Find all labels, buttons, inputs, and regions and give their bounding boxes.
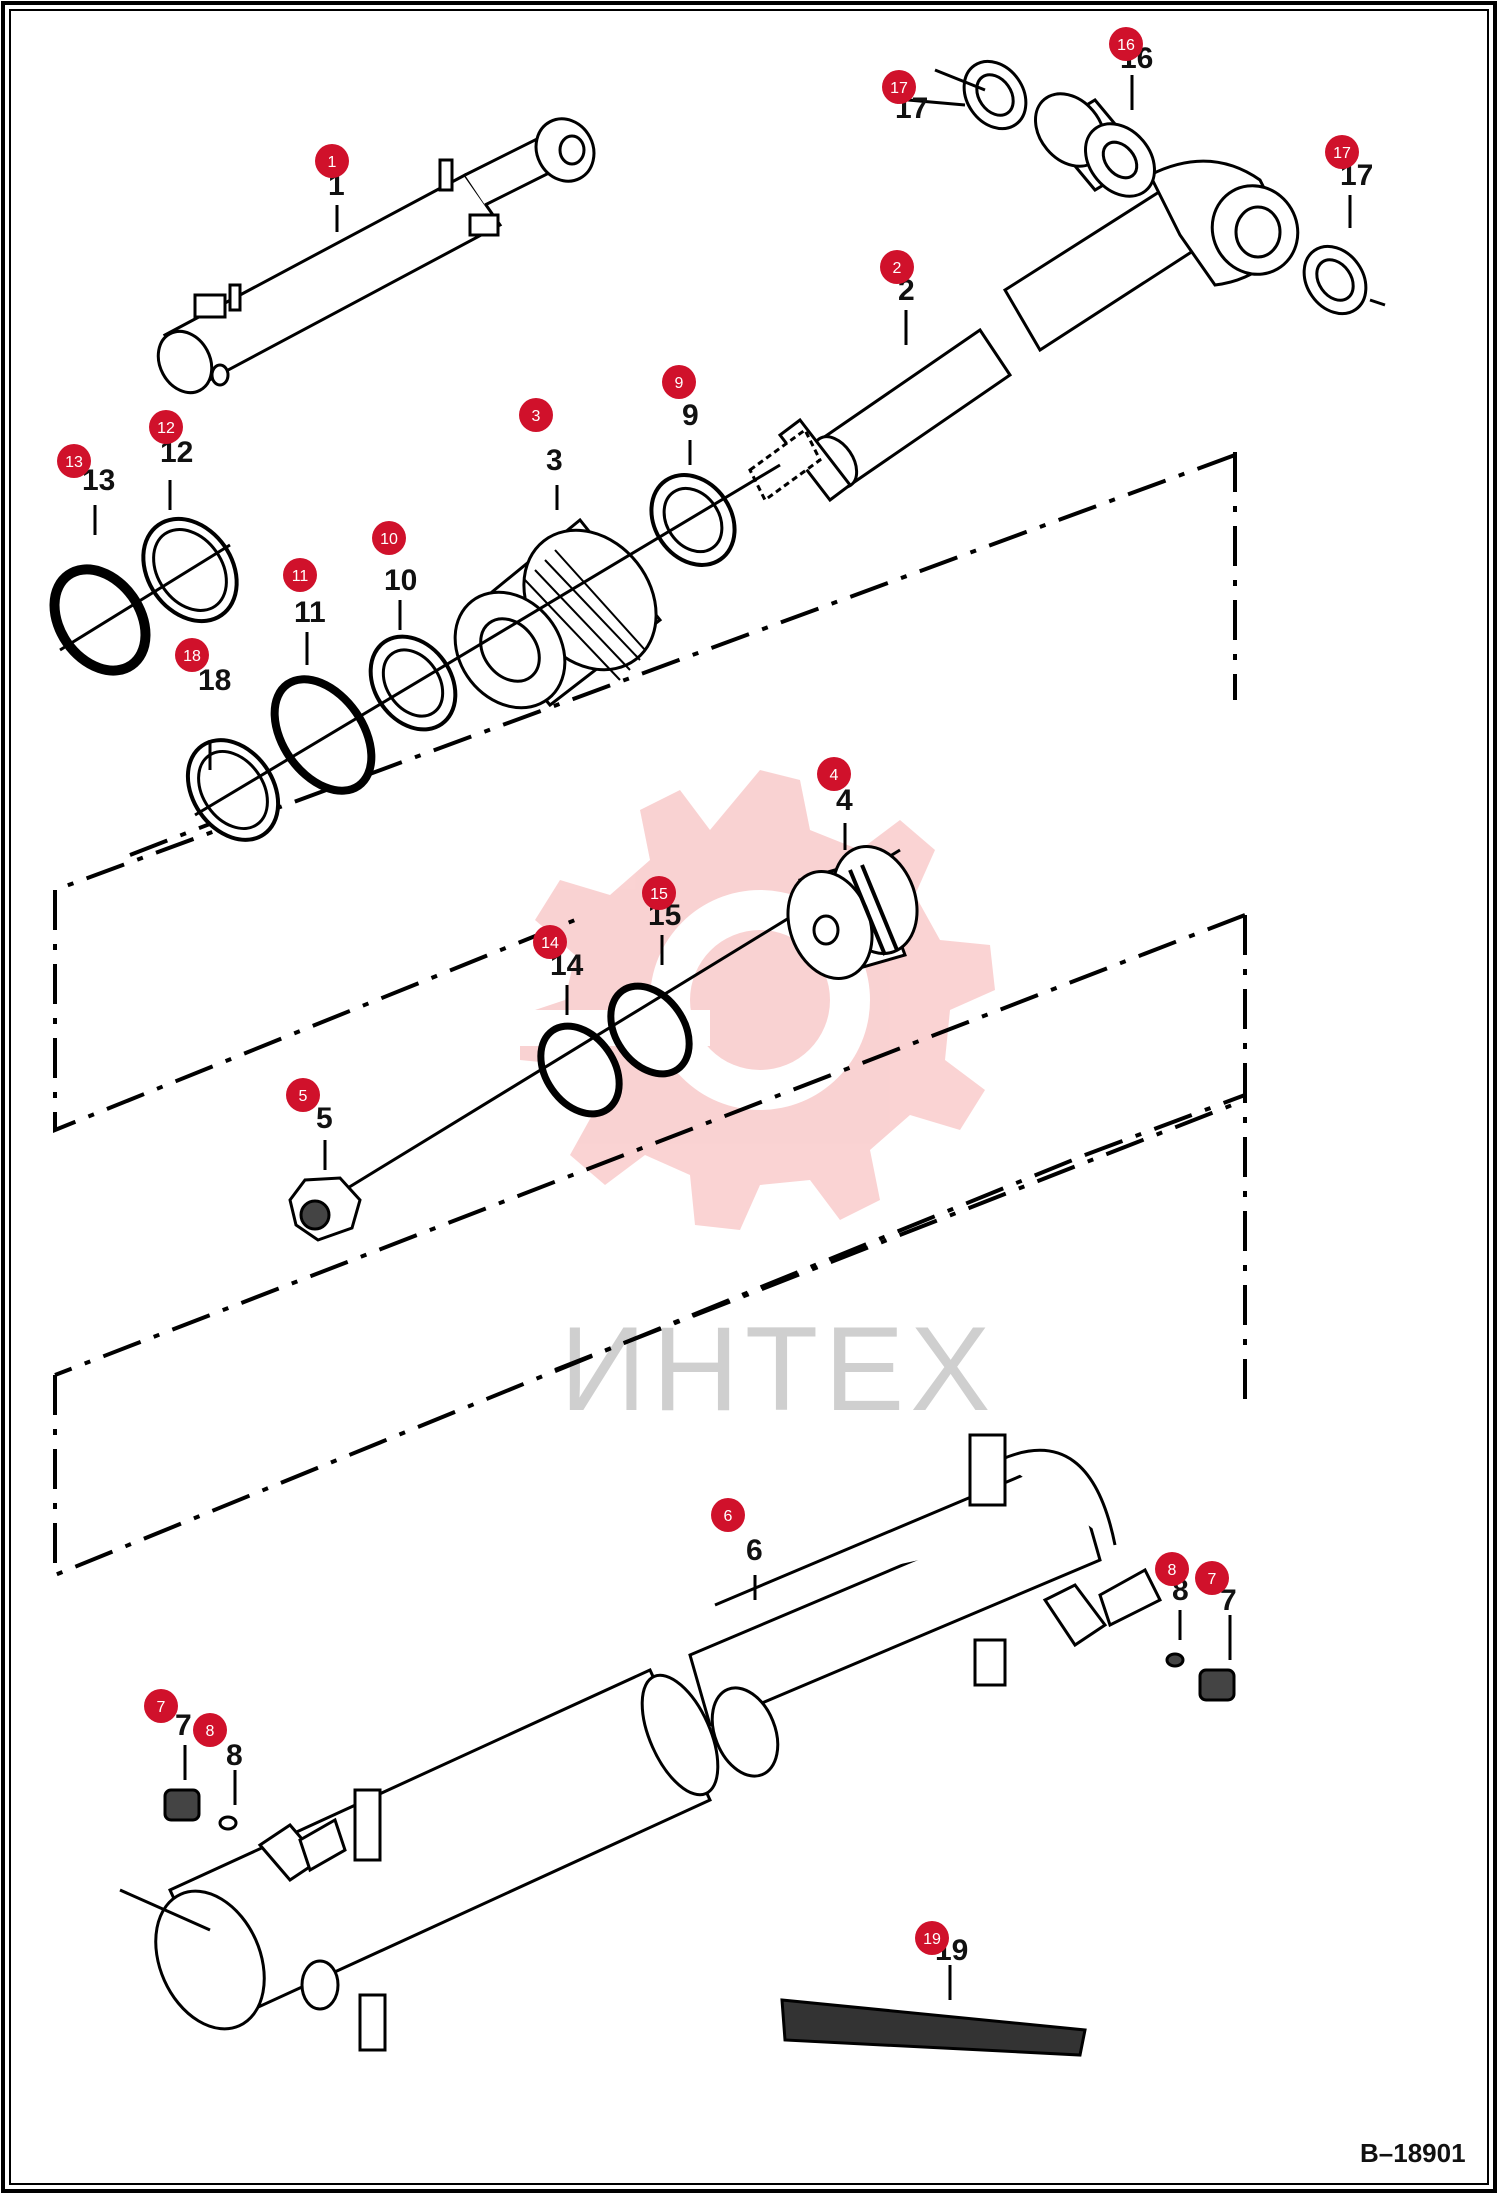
svg-text:17: 17 [890, 80, 908, 97]
part-16-bushing [1034, 92, 1156, 198]
callout-badge-12[interactable]: 12 [149, 410, 183, 444]
callout-badge-4[interactable]: 4 [817, 757, 851, 791]
callout-badge-18[interactable]: 18 [175, 638, 209, 672]
svg-text:8: 8 [206, 1723, 215, 1740]
callout-badge-3[interactable]: 3 [519, 398, 553, 432]
callout-badge-17a[interactable]: 17 [882, 70, 916, 104]
svg-text:4: 4 [830, 767, 839, 784]
part-number-6: 6 [746, 1534, 763, 1567]
callout-badge-10[interactable]: 10 [372, 521, 406, 555]
part-1-cylinder-assembly [156, 117, 596, 395]
svg-text:3: 3 [532, 408, 541, 425]
callout-badges: 1 2 3 4 5 6 7 7 8 8 9 10 11 12 13 14 15 … [57, 27, 1359, 1955]
part-number-7a: 7 [1220, 1584, 1237, 1617]
part-17-seals [962, 59, 1368, 316]
svg-text:8: 8 [1168, 1562, 1177, 1579]
leader-lines [93, 68, 1386, 2000]
svg-text:17: 17 [1333, 145, 1351, 162]
seal-rings [49, 473, 737, 1118]
printed-part-numbers: 1 2 3 4 5 6 7 7 8 8 9 10 11 12 13 14 15 … [82, 42, 1373, 1967]
part-number-18: 18 [198, 664, 231, 697]
callout-badge-7a[interactable]: 7 [1195, 1561, 1229, 1595]
svg-text:6: 6 [724, 1508, 733, 1525]
part-number-4: 4 [836, 784, 853, 817]
callout-badge-1[interactable]: 1 [315, 144, 349, 178]
callout-badge-13[interactable]: 13 [57, 444, 91, 478]
callout-badge-2[interactable]: 2 [880, 250, 914, 284]
part-number-10: 10 [384, 564, 417, 597]
part-number-11: 11 [294, 596, 326, 629]
callout-badge-8b[interactable]: 8 [193, 1713, 227, 1747]
svg-text:1: 1 [328, 154, 337, 171]
part-5-nut [288, 1176, 362, 1242]
part-number-5: 5 [316, 1102, 333, 1135]
part-2-piston-rod [748, 159, 1300, 503]
drawing-reference-code: B–18901 [1360, 2138, 1466, 2168]
part-number-7b: 7 [175, 1709, 192, 1742]
callout-badge-16[interactable]: 16 [1109, 27, 1143, 61]
callout-badge-6[interactable]: 6 [711, 1498, 745, 1532]
part-19-decal [780, 1998, 1087, 2057]
svg-text:7: 7 [1208, 1571, 1217, 1588]
callout-badge-9[interactable]: 9 [662, 365, 696, 399]
callout-badge-19[interactable]: 19 [915, 1921, 949, 1955]
watermark-gear-logo [450, 770, 995, 1230]
part-3-gland [453, 517, 663, 710]
callout-badge-8a[interactable]: 8 [1155, 1552, 1189, 1586]
callout-badge-5[interactable]: 5 [286, 1078, 320, 1112]
callout-badge-15[interactable]: 15 [642, 876, 676, 910]
callout-badge-17b[interactable]: 17 [1325, 135, 1359, 169]
diagram-inner-border [9, 9, 1489, 2185]
svg-text:5: 5 [299, 1088, 308, 1105]
svg-text:10: 10 [380, 531, 398, 548]
svg-text:11: 11 [292, 568, 309, 585]
svg-text:14: 14 [541, 935, 559, 952]
part-6-barrel [119, 1433, 1163, 2052]
part-number-8b: 8 [226, 1739, 243, 1772]
callout-badge-14[interactable]: 14 [533, 925, 567, 959]
svg-text:2: 2 [893, 260, 902, 277]
part-number-9: 9 [682, 399, 699, 432]
part-number-3: 3 [546, 444, 563, 477]
svg-text:12: 12 [157, 420, 175, 437]
parts-7-8-plugs-orings [163, 1652, 1236, 1831]
svg-text:9: 9 [675, 375, 684, 392]
callout-badge-11[interactable]: 11 [283, 558, 317, 592]
svg-text:19: 19 [923, 1931, 941, 1948]
svg-text:18: 18 [183, 648, 201, 665]
part-4-piston [786, 845, 919, 980]
watermark-text: ИНТЕХ [560, 1302, 996, 1436]
svg-text:15: 15 [650, 886, 668, 903]
svg-text:7: 7 [157, 1699, 166, 1716]
callout-badge-7b[interactable]: 7 [144, 1689, 178, 1723]
svg-text:13: 13 [65, 454, 83, 471]
svg-text:16: 16 [1117, 37, 1135, 54]
